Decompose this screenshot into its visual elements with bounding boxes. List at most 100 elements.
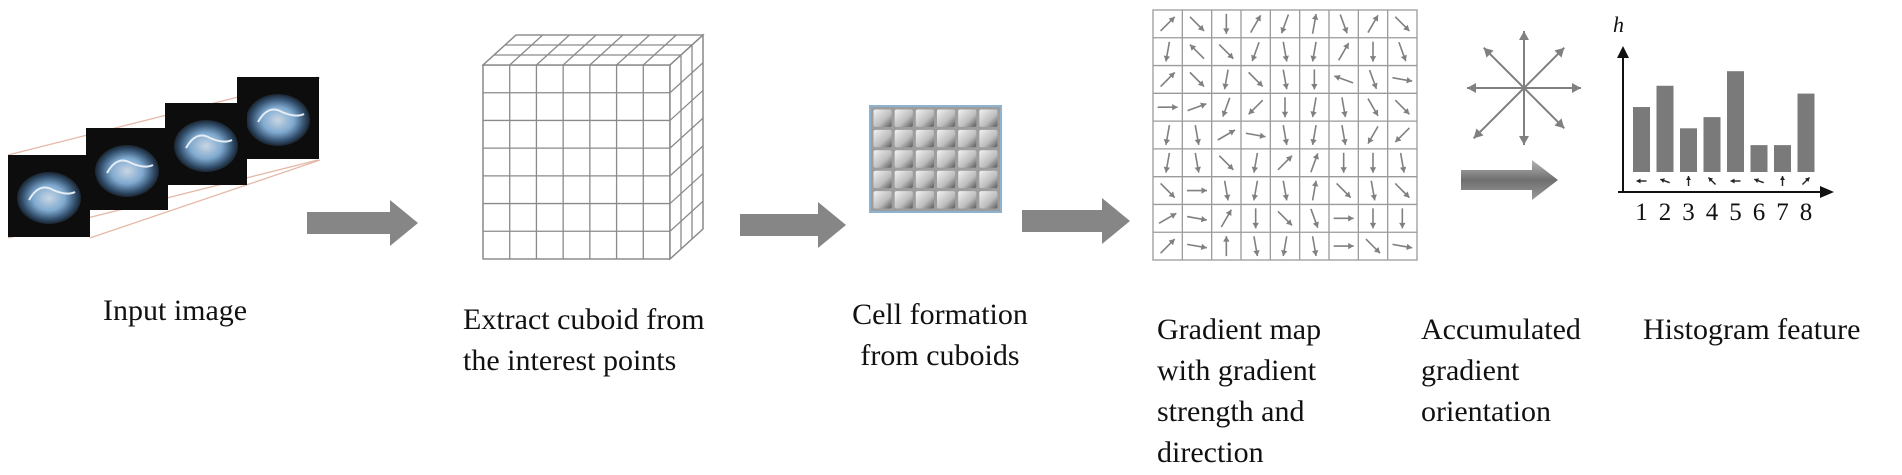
gradient-arrow <box>1333 74 1354 84</box>
gradient-arrow-head <box>1227 52 1234 59</box>
gradient-arrow-head <box>1197 80 1205 87</box>
brain-slice-2 <box>86 128 168 210</box>
cuboid-top-depth-line <box>562 34 597 66</box>
cell-tile <box>873 191 892 209</box>
histogram-bin-label: 5 <box>1729 199 1742 226</box>
cuboid-side-depth-line <box>669 173 704 205</box>
gradient-map <box>1152 9 1418 261</box>
gradient-arrow-head <box>1334 74 1341 81</box>
gradient-arrow <box>1251 41 1260 62</box>
gradient-arrow <box>1189 16 1205 32</box>
gradient-arrow <box>1157 104 1178 111</box>
gradient-arrow-head <box>1403 108 1410 115</box>
gradient-arrow-head <box>1168 239 1175 246</box>
bin-direction-icon <box>1780 176 1785 186</box>
gradient-arrow-head <box>1395 135 1402 143</box>
orientation-arrow-shaft <box>1523 87 1566 130</box>
gradient-arrow-head <box>1343 43 1349 50</box>
orientation-arrow-head <box>1572 83 1581 93</box>
gradient-arrow-head <box>1371 82 1378 89</box>
orientation-arrow <box>1519 31 1529 88</box>
gradient-arrow-head <box>1197 24 1205 31</box>
gradient-arrow-head <box>1406 243 1413 251</box>
gradient-arrow-head <box>1406 77 1413 84</box>
gradient-arrow-head <box>1280 27 1287 34</box>
bin-icon-head <box>1730 178 1735 184</box>
histogram-bin-label: 8 <box>1800 199 1813 226</box>
gradient-arrow-head <box>1312 153 1319 160</box>
gradient-arrow <box>1394 182 1410 199</box>
gradient-arrow <box>1245 132 1266 139</box>
gradient-arrow-head <box>1251 194 1259 201</box>
gradient-arrow-head <box>1163 166 1171 173</box>
gradient-arrow <box>1365 238 1381 254</box>
gradient-arrow-head <box>1311 83 1318 90</box>
cuboid-side-outline <box>669 33 704 261</box>
gradient-arrow <box>1248 71 1264 88</box>
cell-tile <box>979 129 998 148</box>
gradient-arrow <box>1251 152 1259 173</box>
cell-tile <box>937 170 956 189</box>
caption-input-image: Input image <box>103 290 247 331</box>
cell-tile <box>873 170 892 189</box>
gradient-arrow-head <box>1369 167 1377 173</box>
histogram-bar <box>1727 71 1744 172</box>
caption-extract-cuboid: Extract cuboid from the interest points <box>463 299 705 381</box>
cuboid-side-depth-line <box>669 200 704 232</box>
bin-icon-head <box>1754 178 1759 184</box>
gradient-arrow <box>1369 208 1377 229</box>
gradient-arrow-head <box>1282 138 1289 145</box>
brain-slice-1 <box>8 155 90 237</box>
cell-tile <box>958 170 977 189</box>
orientation-arrow-shaft <box>1482 46 1525 89</box>
gradient-arrow <box>1336 182 1352 199</box>
orientation-arrow <box>1523 46 1566 89</box>
histogram-bin-label: 1 <box>1635 199 1648 226</box>
cell-tile <box>894 170 913 189</box>
gradient-arrow <box>1311 69 1318 90</box>
cuboid-side-depth-line <box>669 228 704 260</box>
gradient-arrow <box>1340 152 1347 173</box>
gradient-arrow-head <box>1403 191 1410 198</box>
caption-line: gradient <box>1421 354 1520 387</box>
gradient-arrow <box>1220 209 1233 228</box>
caption-line: Input image <box>103 294 248 327</box>
bin-icon-head <box>1636 178 1641 184</box>
gradient-arrow <box>1282 41 1289 62</box>
histogram-bar <box>1703 117 1721 172</box>
gradient-arrow <box>1222 69 1229 90</box>
gradient-arrow-head <box>1367 137 1374 144</box>
gradient-arrow <box>1160 182 1176 199</box>
flow-arrow-2 <box>740 202 846 248</box>
histogram-bars <box>1633 71 1815 172</box>
gradient-arrow-head <box>1172 104 1178 111</box>
histogram-bar <box>1656 85 1674 172</box>
caption-accumulated-orientation: Accumulated gradient orientation <box>1421 309 1581 432</box>
gradient-arrow-head <box>1259 132 1266 139</box>
orientation-arrow <box>1472 87 1525 140</box>
caption-line: Extract cuboid from <box>463 303 705 336</box>
orientation-arrow <box>1523 87 1566 130</box>
gradient-arrow <box>1187 243 1207 251</box>
gradient-arrow <box>1249 14 1262 33</box>
gradient-arrow-head <box>1348 242 1354 250</box>
cell-tile <box>979 150 998 168</box>
gradient-arrow-head <box>1341 111 1348 118</box>
gradient-arrow <box>1339 14 1349 34</box>
gradient-arrow <box>1158 212 1177 225</box>
gradient-arrow-head <box>1252 222 1259 229</box>
gradient-arrow <box>1160 238 1176 254</box>
histogram-bin-label: 2 <box>1659 199 1672 226</box>
orientation-arrow-shaft <box>1523 46 1566 89</box>
histogram-bar <box>1680 128 1697 172</box>
gradient-arrow-head <box>1282 194 1289 201</box>
gradient-arrow <box>1223 180 1231 201</box>
cell-formation-image <box>869 105 1002 213</box>
gradient-arrow <box>1194 152 1201 173</box>
gradient-arrow-head <box>1342 27 1349 34</box>
gradient-arrow <box>1367 98 1379 117</box>
caption-line: Accumulated <box>1421 313 1581 346</box>
cuboid-front-outline <box>482 64 671 260</box>
gradient-arrow <box>1223 13 1230 34</box>
